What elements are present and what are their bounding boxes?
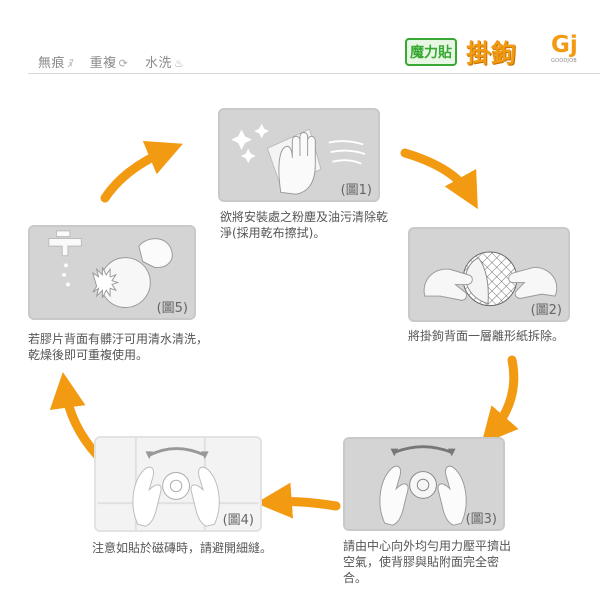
arrow-4-to-5: [49, 371, 102, 460]
step-4-caption: 注意如貼於磁磚時，請避開細縫。: [92, 541, 273, 555]
water-icon: ♨: [174, 57, 185, 70]
step-4-label: (圖4): [222, 513, 254, 528]
peel-icon: [423, 251, 558, 307]
brand-logo: 魔力貼 掛鉤 Gj GOODJOB: [405, 32, 578, 70]
step-1-caption: 欲將安裝處之粉塵及油污清除乾淨(採用乾布擦拭)。: [220, 210, 389, 240]
brand-name: 掛鉤: [466, 39, 517, 68]
feature-no-trace: 無痕ﾇ: [38, 56, 74, 71]
step-4-image: (圖4): [94, 436, 262, 532]
feature-washable: 水洗♨: [145, 56, 185, 71]
step-1-image: (圖1): [218, 108, 380, 202]
wash-icon: [48, 230, 173, 308]
feature-list: 無痕ﾇ 重複⟳ 水洗♨: [38, 52, 196, 71]
brand-product: 魔力貼: [405, 38, 457, 66]
step-5-caption: 若膠片背面有髒汙可用清水清洗，乾燥後即可重複使用。: [28, 332, 209, 362]
arrow-5-to-1: [100, 141, 183, 203]
header-divider: [28, 73, 600, 74]
arrow-2-to-3: [481, 355, 519, 445]
step-2-caption: 將掛鉤背面一層離形紙拆除。: [408, 329, 565, 343]
step-3-caption: 請由中心向外均勻用力壓平擠出空氣，使背膠與貼附面完全密合。: [343, 539, 512, 585]
goodjob-logo: Gj GOODJOB: [551, 32, 581, 68]
step-3-label: (圖3): [465, 512, 497, 527]
press-icon: [379, 445, 467, 526]
logo-mark: Gj: [551, 32, 578, 58]
step-1-label: (圖1): [340, 183, 372, 198]
logo-text: GOODJOB: [551, 58, 577, 64]
feature-reusable: 重複⟳: [89, 56, 129, 71]
refresh-icon: ⟳: [118, 57, 129, 70]
arrow-3-to-4: [255, 482, 341, 519]
no-trace-icon: ﾇ: [67, 57, 74, 70]
arrow-1-to-2: [400, 148, 478, 210]
step-5-label: (圖5): [156, 301, 188, 316]
step-2-label: (圖2): [530, 303, 562, 318]
step-3-image: (圖3): [343, 437, 505, 531]
wipe-icon: [231, 123, 366, 195]
tile-icon: [97, 438, 259, 530]
step-2-image: (圖2): [408, 227, 570, 322]
step-5-image: (圖5): [28, 225, 196, 320]
